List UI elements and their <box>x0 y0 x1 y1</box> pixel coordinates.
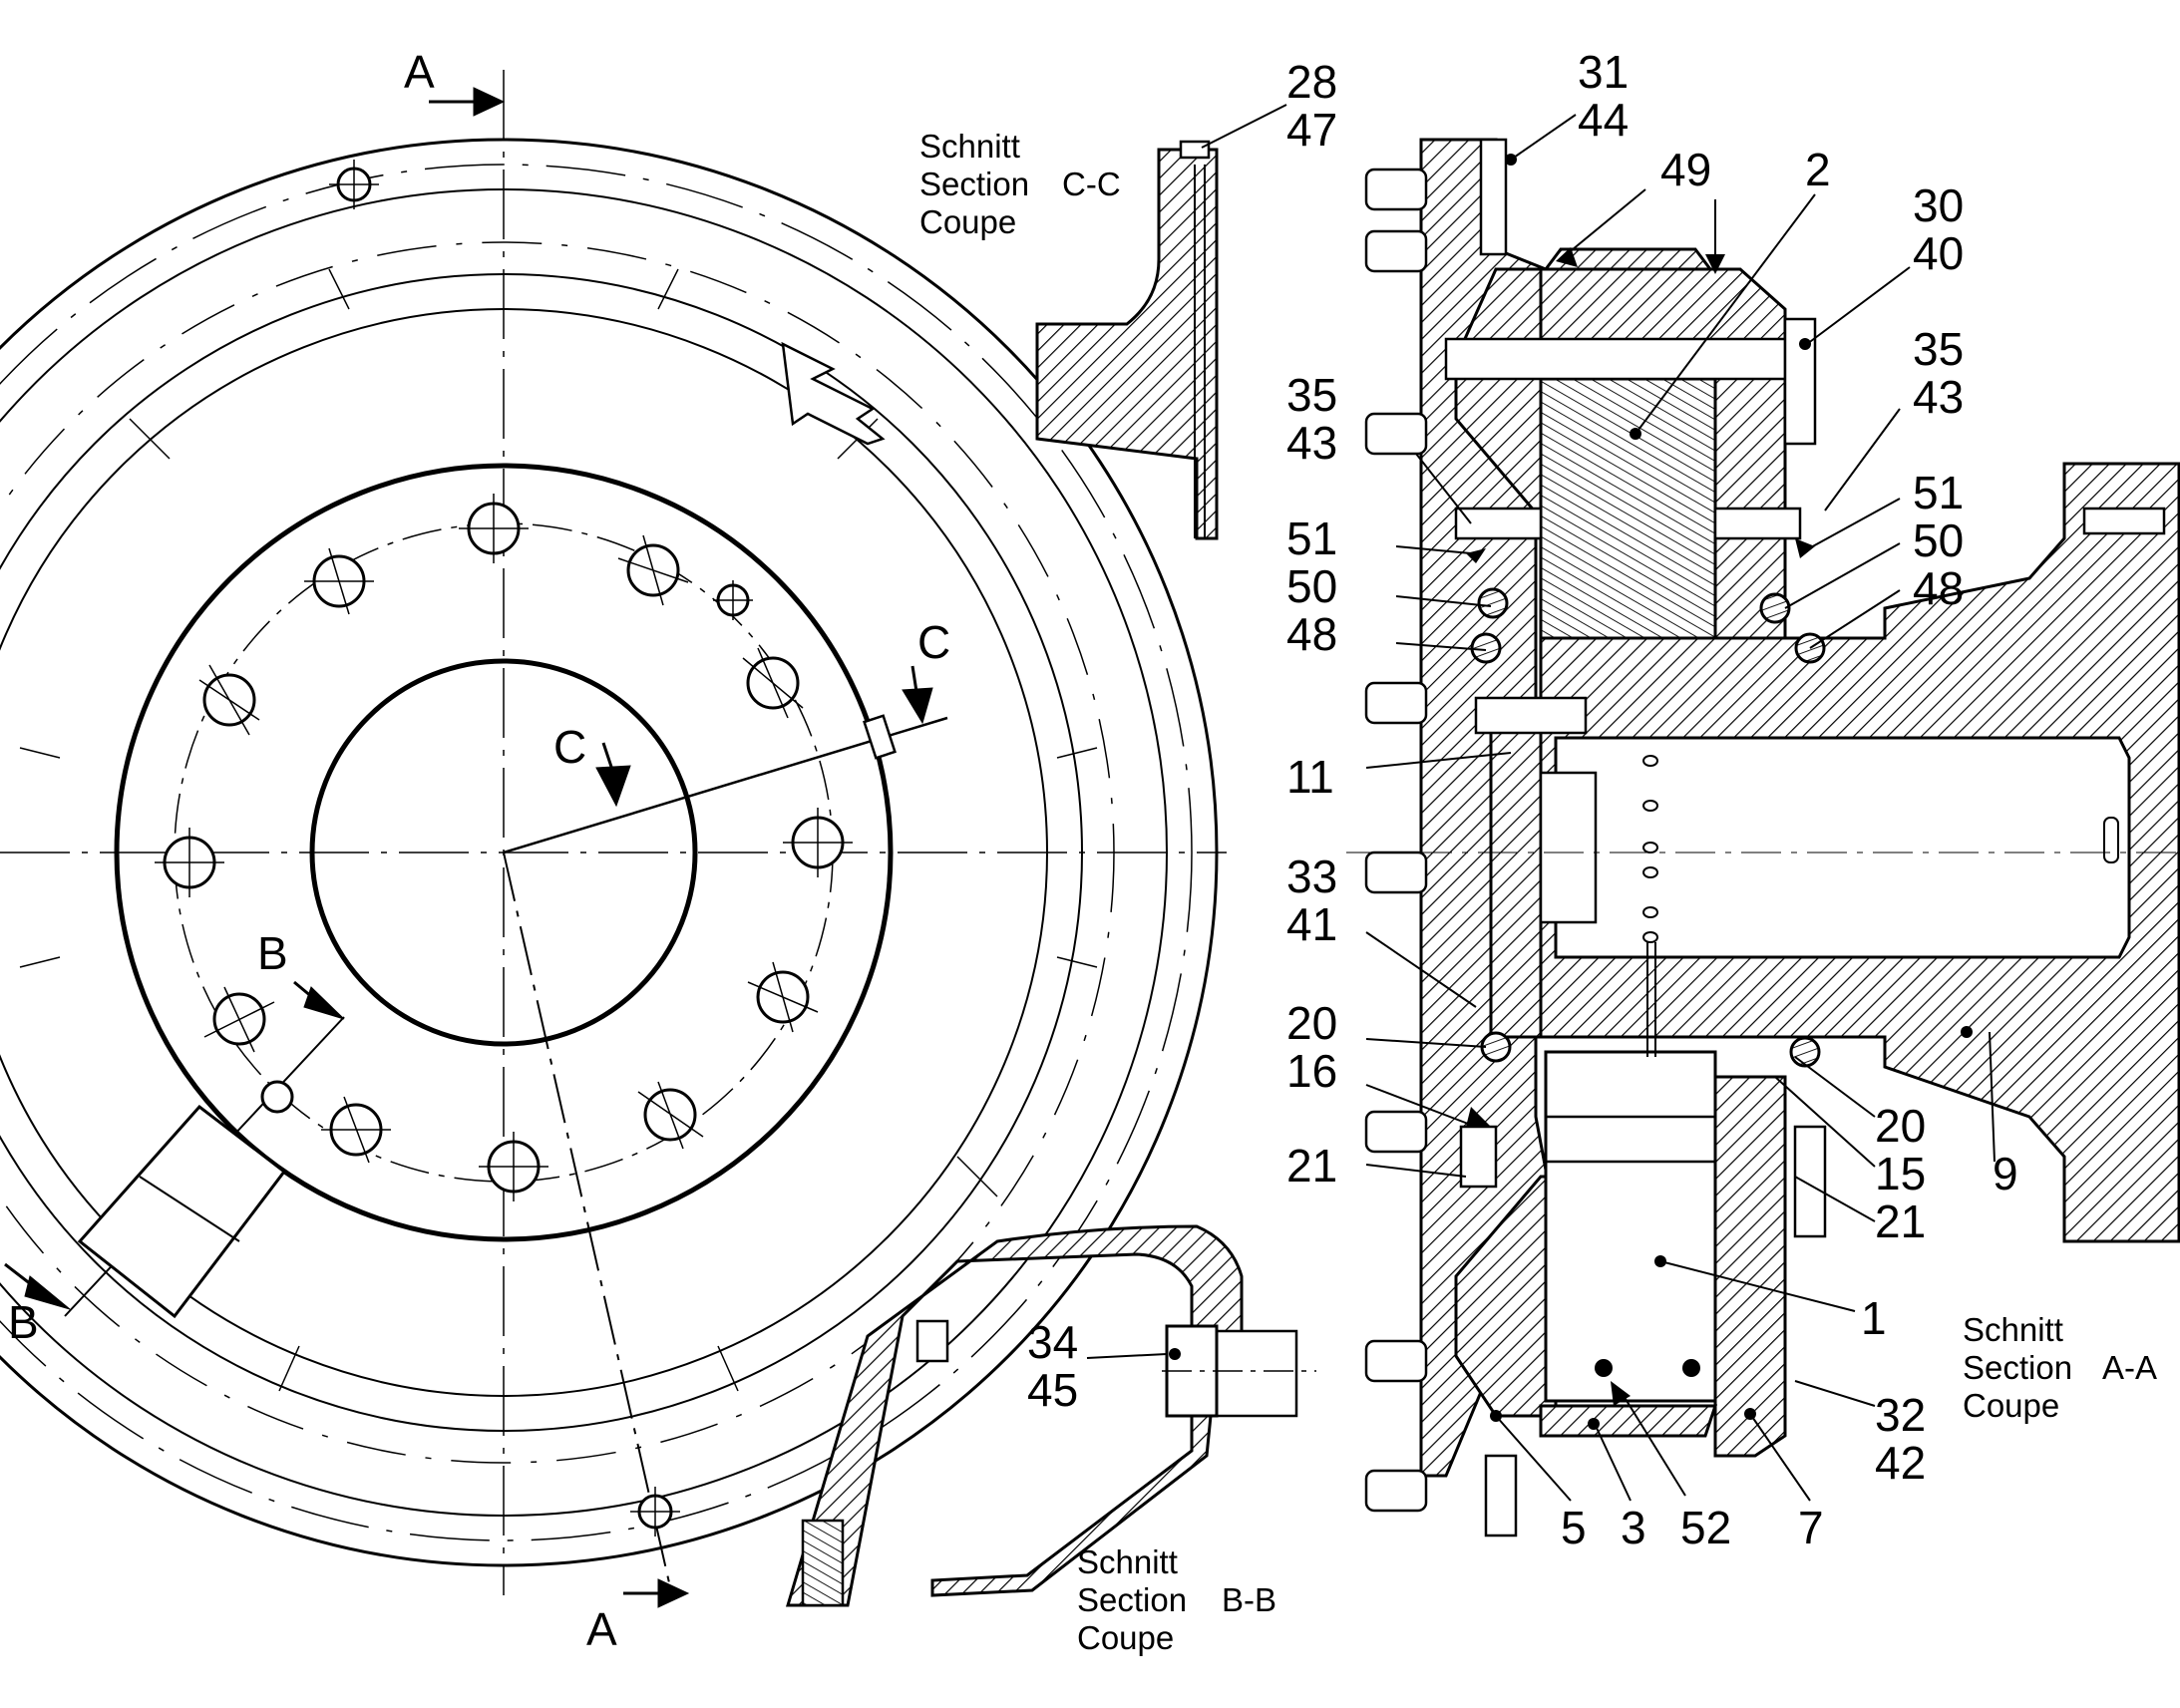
rim-ticks <box>19 268 1098 1392</box>
section-mark-b-upper: B <box>257 927 288 979</box>
callout-42: 42 <box>1875 1437 1926 1489</box>
section-bb-line2: Section <box>1077 1581 1187 1618</box>
callout-52: 52 <box>1680 1502 1731 1553</box>
callout-51-left: 51 <box>1286 512 1337 564</box>
section-cc-line2: Section <box>919 166 1029 202</box>
callout-35-left: 35 <box>1286 369 1337 421</box>
callout-48-left: 48 <box>1286 608 1337 660</box>
callout-21-left: 21 <box>1286 1140 1337 1192</box>
section-bb-line3: Coupe <box>1077 1619 1174 1656</box>
callout-16: 16 <box>1286 1045 1337 1097</box>
callout-50-right: 50 <box>1913 514 1964 566</box>
section-a-line <box>503 852 674 1601</box>
callout-34: 34 <box>1027 1316 1078 1368</box>
section-arrows <box>4 87 933 1608</box>
section-cc-line1: Schnitt <box>919 128 1020 165</box>
callout-2: 2 <box>1805 144 1831 195</box>
rotation-arrow <box>781 341 886 446</box>
section-aa-line3: Coupe <box>1963 1387 2059 1424</box>
callout-labels: 28 47 31 44 49 2 30 40 35 43 35 43 51 50… <box>1027 46 2018 1553</box>
callout-43-left: 43 <box>1286 417 1337 469</box>
callout-20-right: 20 <box>1875 1100 1926 1152</box>
callout-21-right: 21 <box>1875 1196 1926 1247</box>
callout-3: 3 <box>1621 1502 1646 1553</box>
section-mark-a-top: A <box>404 46 435 98</box>
callout-40: 40 <box>1913 227 1964 279</box>
section-aa-view <box>1346 114 2180 1537</box>
callout-32: 32 <box>1875 1389 1926 1441</box>
b-attachment-line <box>139 1176 240 1242</box>
section-mark-c-upper: C <box>917 616 950 668</box>
section-aa-mark: A-A <box>2102 1349 2157 1386</box>
callout-9: 9 <box>1993 1148 2018 1199</box>
callout-33: 33 <box>1286 851 1337 902</box>
c-boss <box>863 714 897 760</box>
callout-7: 7 <box>1798 1502 1824 1553</box>
callout-41: 41 <box>1286 898 1337 950</box>
section-cc-line3: Coupe <box>919 203 1016 240</box>
section-aa-line1: Schnitt <box>1963 1311 2063 1348</box>
bolt-hole-crosshairs <box>155 160 853 1537</box>
callout-45: 45 <box>1027 1364 1078 1416</box>
callout-51-right: 51 <box>1913 467 1964 518</box>
callout-49: 49 <box>1660 144 1711 195</box>
section-cc-mark: C-C <box>1062 166 1121 202</box>
b-attachment <box>77 1104 287 1319</box>
rim-dash-circle <box>0 164 1193 1541</box>
callout-31: 31 <box>1578 46 1629 98</box>
front-view <box>0 70 1227 1608</box>
callout-15: 15 <box>1875 1148 1926 1199</box>
callout-30: 30 <box>1913 179 1964 231</box>
callout-1: 1 <box>1861 1292 1887 1344</box>
section-mark-b-lower: B <box>8 1296 39 1348</box>
callout-35-right: 35 <box>1913 323 1964 375</box>
section-mark-a-bottom: A <box>586 1603 617 1655</box>
callout-20-left: 20 <box>1286 997 1337 1049</box>
callout-28: 28 <box>1286 56 1337 108</box>
callout-5: 5 <box>1561 1502 1587 1553</box>
section-bb-line1: Schnitt <box>1077 1543 1178 1580</box>
callout-48-right: 48 <box>1913 562 1964 614</box>
section-bb-view <box>785 1224 1316 1607</box>
section-mark-c-inner: C <box>553 721 586 773</box>
section-bb-mark: B-B <box>1222 1581 1276 1618</box>
callout-43-right: 43 <box>1913 371 1964 423</box>
section-aa-line2: Section <box>1963 1349 2072 1386</box>
section-cc-view <box>1035 104 1287 540</box>
callout-44: 44 <box>1578 94 1629 146</box>
callout-47: 47 <box>1286 104 1337 156</box>
callout-11: 11 <box>1286 751 1334 803</box>
callout-50-left: 50 <box>1286 560 1337 612</box>
